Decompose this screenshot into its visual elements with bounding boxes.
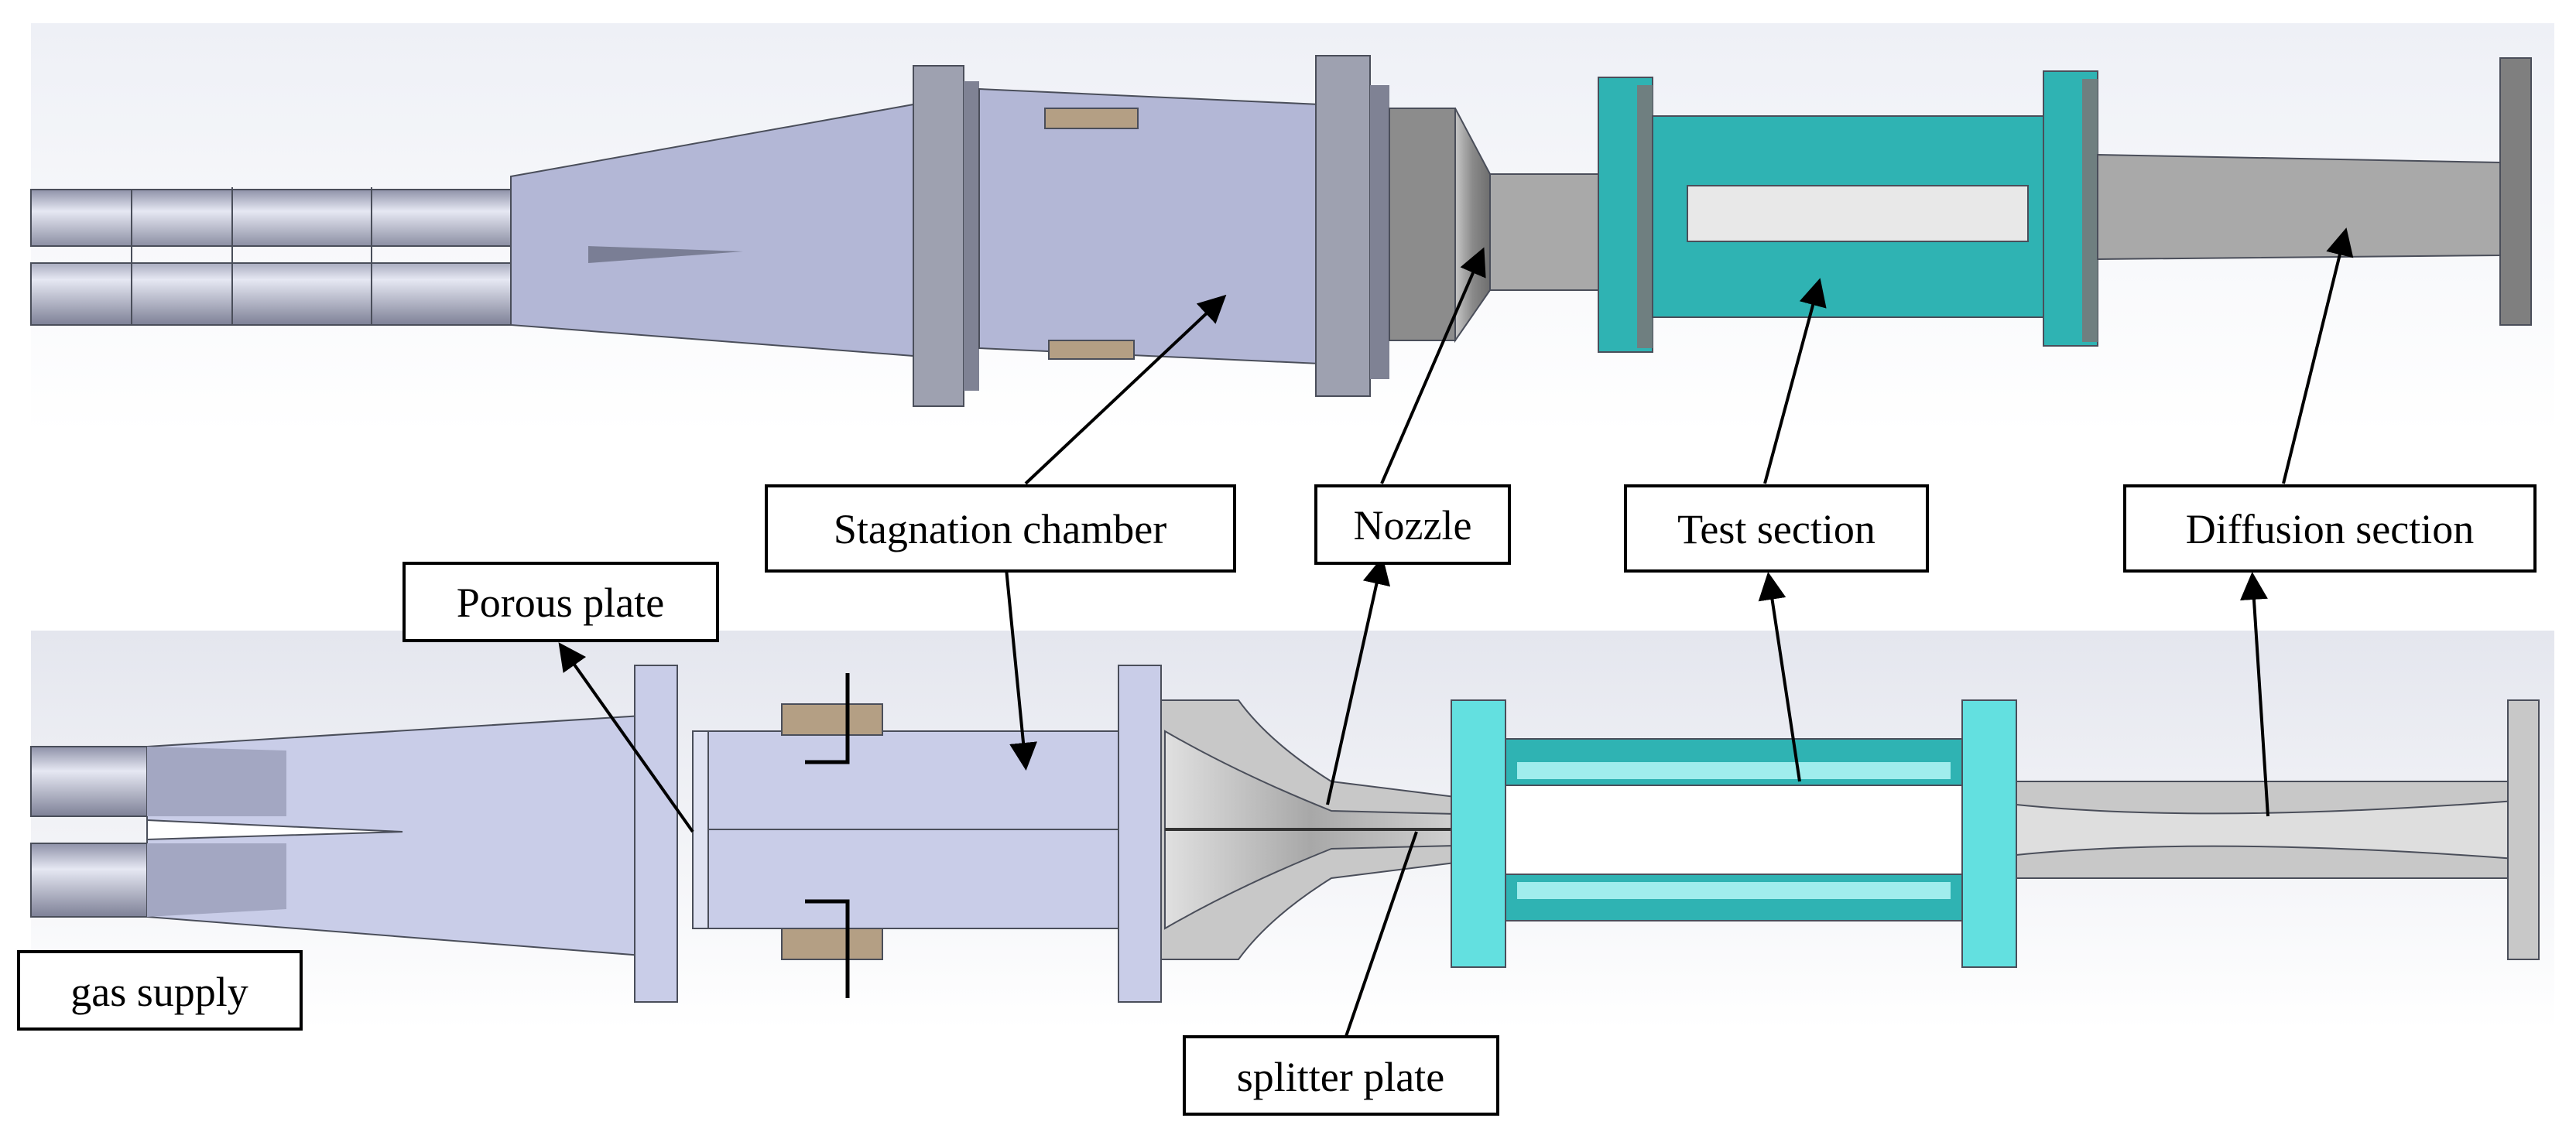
leader-lines [558,227,2354,1072]
clamp-cut-upper [781,703,883,736]
label-splitter-plate: splitter plate [1183,1035,1499,1116]
svg-text:Porous plate: Porous plate [457,580,664,626]
bottom-section-view [30,631,2554,1029]
svg-text:splitter plate: splitter plate [1237,1054,1444,1100]
svg-text:Nozzle: Nozzle [1354,502,1472,549]
svg-text:Diffusion section: Diffusion section [2186,506,2474,552]
diffusion-section-top [2097,153,2501,261]
flange-2-top [1315,55,1371,397]
test-section-flange-left-cut [1451,699,1506,968]
test-section-flange-right-cut [1961,699,2017,968]
top-3d-view [30,23,2554,433]
svg-text:gas supply: gas supply [70,969,248,1015]
nozzle-block-top [1389,108,1456,341]
diffuser-flange-top [2499,57,2532,326]
label-test-section: Test section [1624,484,1929,573]
svg-text:Stagnation chamber: Stagnation chamber [834,506,1166,552]
test-section-channel [1505,785,1963,875]
label-stagnation-chamber: Stagnation chamber [765,484,1236,573]
stagnation-chamber-top [978,87,1321,365]
clamp-top-upper [1044,108,1139,129]
porous-plate [692,730,709,929]
supply-pipe-lower-cut [30,843,148,918]
flange-1-cut [634,665,678,1003]
clamp-cut-lower [781,928,883,960]
diffuser-flange-cut [2507,699,2540,960]
clamp-top-lower [1048,340,1135,360]
label-nozzle: Nozzle [1314,484,1511,565]
svg-text:Test section: Test section [1677,506,1875,552]
label-gas-supply: gas supply [17,950,303,1031]
test-section-window-top [1687,185,2029,242]
flange-2-cut [1118,665,1162,1003]
label-diffusion-section: Diffusion section [2123,484,2537,573]
supply-pipe-upper-cut [30,746,148,817]
label-porous-plate: Porous plate [402,562,719,642]
nozzle-duct-top [1489,173,1607,291]
flange-1-top [913,65,964,407]
